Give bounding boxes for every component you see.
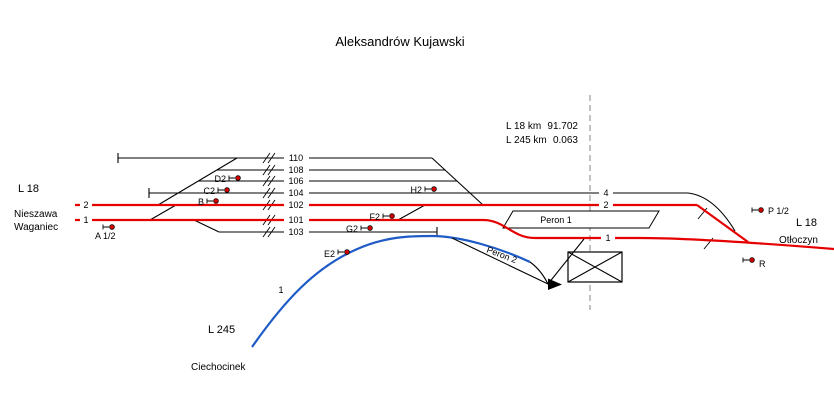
siding-tracks: [117, 153, 736, 237]
right-crossover: [397, 204, 426, 221]
label-track-104: 104: [288, 188, 303, 198]
label-bg-110: [284, 153, 309, 163]
signal-d2: D2: [214, 174, 241, 184]
signal-b: B: [198, 197, 219, 207]
label-right-track-2: 2: [603, 200, 608, 210]
track-2-merge-diagonal: [696, 204, 749, 243]
track-number-labels: 110 108 106 104 102 101 103: [284, 153, 309, 237]
main-line-tracks: [75, 203, 834, 251]
signal-a12: A 1/2: [95, 224, 116, 241]
left-exit-labels: L 18 Nieszawa Waganiec: [14, 183, 58, 233]
slash-103: [262, 226, 276, 238]
signal-h2-label: H2: [410, 185, 422, 195]
branch-line-tracks: [251, 234, 585, 348]
left-exit-track-numbers: 2 1: [80, 200, 92, 225]
branch-junction-link: [547, 238, 585, 285]
signal-g2-label: G2: [346, 224, 358, 234]
label-right-track-1: 1: [605, 233, 610, 243]
label-track-101: 101: [288, 215, 303, 225]
joint-slash-marks: [262, 152, 714, 250]
label-left-track-1: 1: [83, 215, 88, 225]
branch-destination: Ciechocinek: [191, 362, 246, 373]
label-bg-right-2: [599, 200, 613, 210]
branch-black-tail: [529, 261, 549, 285]
label-track-110: 110: [289, 153, 303, 163]
label-bg-108: [284, 165, 309, 175]
signal-a12-label: A 1/2: [95, 231, 116, 241]
slash-108: [262, 164, 276, 176]
km-post: L 18 km 91.702 L 245 km 0.063: [506, 121, 578, 146]
branch-l245-curve: [251, 234, 531, 348]
signal-d2-label: D2: [214, 174, 226, 184]
label-bg-right-1: [601, 233, 615, 243]
signal-b-label: B: [198, 197, 204, 207]
branch-track-1-label: 1: [278, 285, 283, 295]
junction-arrowhead: [548, 278, 562, 290]
left-crossover: [149, 204, 177, 221]
slash-104: [262, 187, 276, 199]
loop-south-diagonal: [451, 237, 549, 285]
km-l18-value: 91.702: [547, 121, 578, 132]
km-l245-value: 0.063: [553, 135, 578, 146]
right-fan-switch-diagonal: [431, 157, 484, 206]
left-line-label: L 18: [18, 183, 39, 195]
left-destination-1: Nieszawa: [14, 209, 58, 220]
slash-110: [262, 152, 276, 164]
label-peron-1: Peron 1: [540, 215, 572, 225]
platform-peron1-shape: [502, 210, 660, 229]
label-bg-103: [284, 227, 309, 237]
station-building: [567, 251, 623, 283]
left-destination-2: Waganiec: [14, 222, 58, 233]
right-exit-track-numbers: 4 2 1: [599, 188, 615, 243]
signal-r-label: R: [759, 259, 766, 269]
signal-e2-label: E2: [324, 249, 335, 259]
right-exit-labels: L 18 Otłoczyn: [779, 217, 818, 246]
signal-f2: F2: [369, 212, 395, 222]
branch-line-label: L 245: [208, 324, 235, 336]
signals: D2 C2 B A 1/2 H2 F2 G2 E2: [95, 174, 789, 269]
left-fan-switch-diagonal: [157, 157, 238, 206]
signal-e2: E2: [324, 249, 350, 259]
label-right-track-4: 4: [603, 188, 608, 198]
right-line-label: L 18: [796, 217, 817, 229]
station-title: Aleksandrów Kujawski: [335, 34, 464, 49]
right-destination: Otłoczyn: [779, 235, 818, 246]
station-building-cross: [567, 251, 623, 283]
label-track-106: 106: [288, 176, 303, 186]
signal-g2: G2: [346, 224, 373, 234]
label-bg-104: [284, 188, 309, 198]
label-track-102: 102: [288, 200, 303, 210]
track-1-curve: [482, 218, 640, 240]
label-bg-106: [284, 176, 309, 186]
signal-p12: P 1/2: [751, 206, 789, 216]
label-track-108: 108: [288, 165, 303, 175]
signal-c2-label: C2: [203, 186, 215, 196]
signal-p12-label: P 1/2: [768, 206, 789, 216]
signal-c2: C2: [203, 186, 230, 196]
label-bg-102: [284, 200, 309, 210]
km-l18-label: L 18 km: [506, 121, 541, 132]
label-bg-right-4: [599, 188, 613, 198]
track-4-curve: [687, 192, 736, 232]
km-l245-label: L 245 km: [506, 135, 547, 146]
label-bg-101: [284, 215, 309, 225]
branch-exit-labels: 1 L 245 Ciechocinek: [191, 285, 284, 373]
label-bg-left-2: [80, 200, 92, 210]
track-103-switch: [193, 219, 220, 233]
signal-r: R: [742, 257, 766, 269]
label-track-103: 103: [288, 227, 303, 237]
signal-h2: H2: [410, 185, 437, 195]
label-bg-left-1: [80, 215, 92, 225]
slash-106: [262, 175, 276, 187]
signal-f2-label: F2: [369, 212, 380, 222]
track-1-to-otloczyn: [639, 236, 834, 251]
label-left-track-2: 2: [83, 200, 88, 210]
